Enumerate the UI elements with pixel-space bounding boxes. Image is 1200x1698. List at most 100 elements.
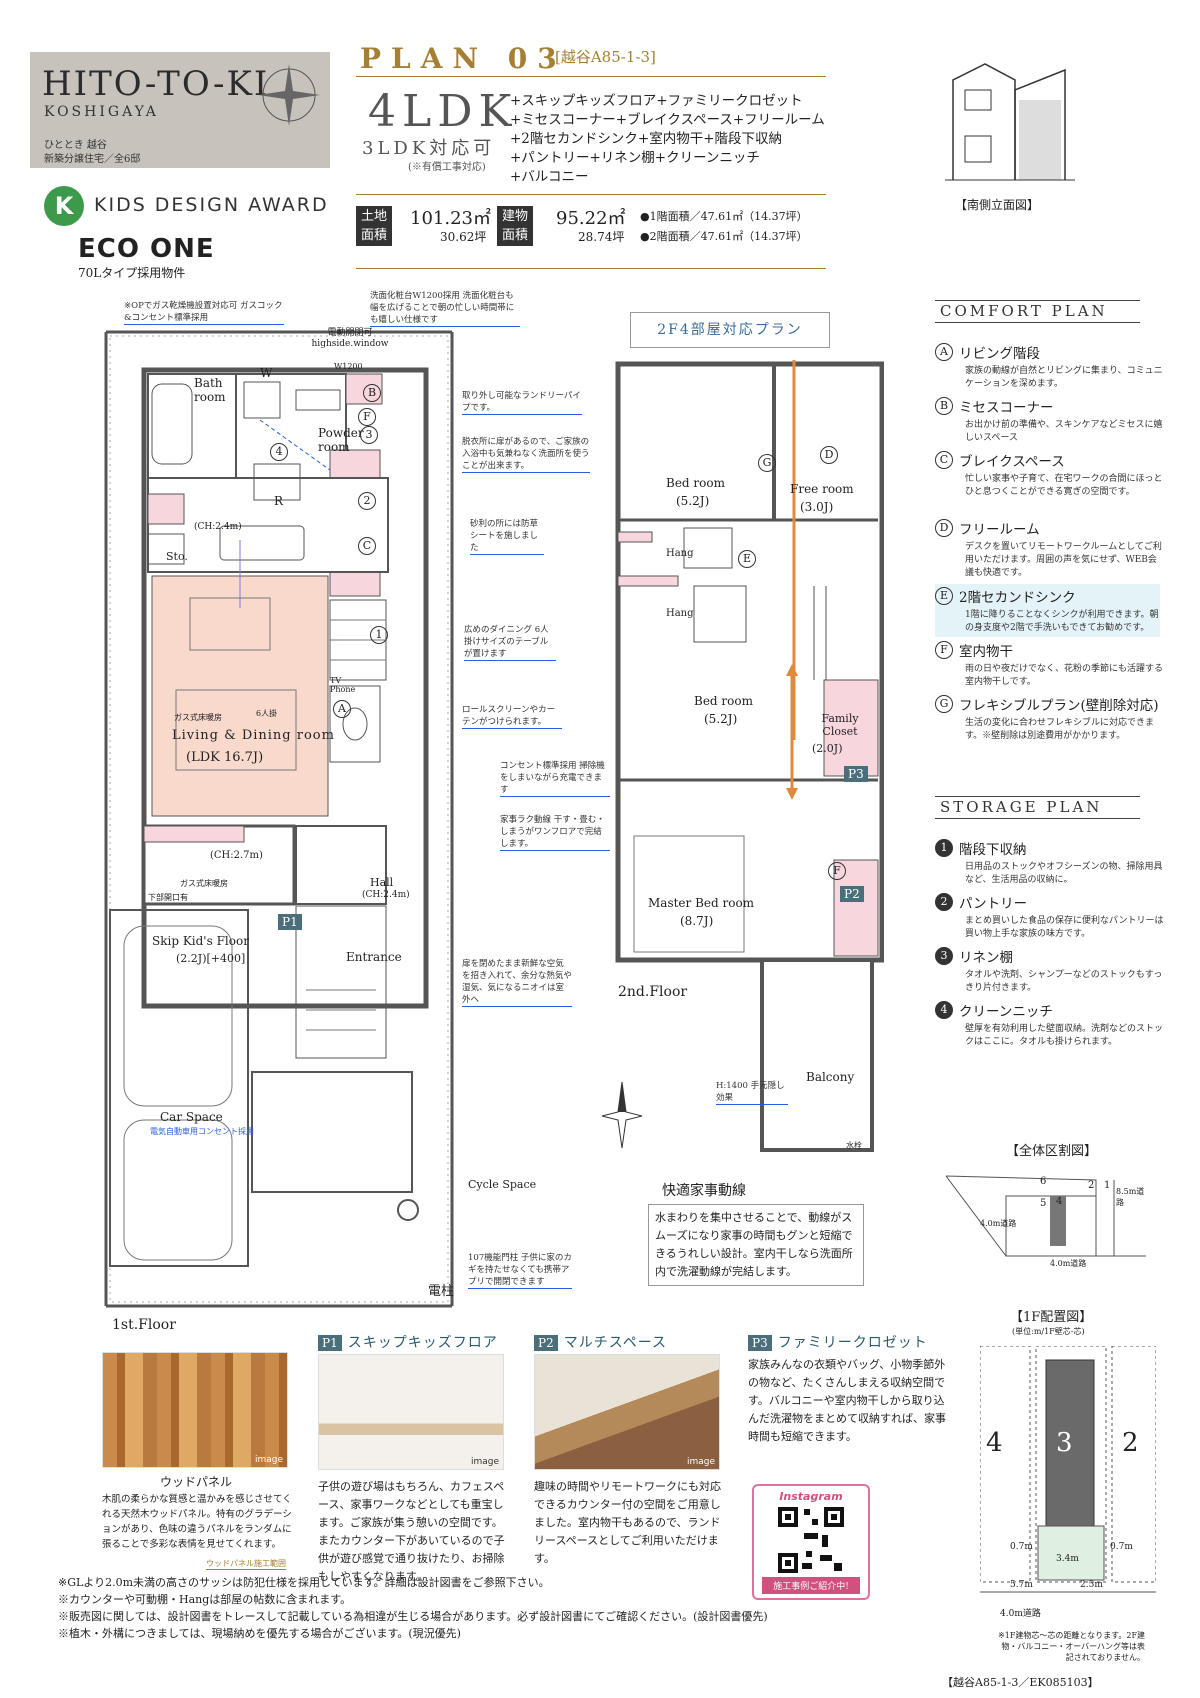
divider bbox=[935, 796, 1140, 797]
floor2-area: ●2階面積／47.61㎡（14.37坪） bbox=[640, 230, 808, 243]
road-label: 4.0m道路 bbox=[1050, 1259, 1087, 1268]
dimension: 2.5m bbox=[1080, 1580, 1103, 1590]
road-label: 4.0m道路 bbox=[980, 1219, 1017, 1228]
badge-p1: P1 bbox=[318, 1335, 342, 1351]
room-label-bath: Bath room bbox=[194, 376, 226, 404]
instagram-caption: 施工事例ご紹介中! bbox=[762, 1577, 860, 1594]
wood-panel-title: ウッドパネル bbox=[160, 1475, 233, 1489]
window-note: 電動開閉可 highside.window bbox=[311, 328, 389, 349]
comfort-title: ブレイクスペース bbox=[959, 454, 1065, 470]
disclaimer-notes: ※GLより2.0m未満の高さのサッシは防犯仕様を採用しています。詳細は設計図書を… bbox=[58, 1574, 768, 1642]
wood-panel-desc: 木肌の柔らかな質感と温かみを感じさせてくれる天然木ウッドパネル。特有のグラデーシ… bbox=[102, 1494, 292, 1550]
room-label-powder: Powder room bbox=[318, 426, 364, 454]
floor-plan-1f bbox=[104, 330, 454, 1308]
logo-caption: 新築分譲住宅／全6邸 bbox=[44, 154, 141, 165]
badge-letter: G bbox=[935, 695, 953, 713]
hall-ceiling-height: (CH:2.4m) bbox=[362, 890, 410, 900]
callout-note: H:1400 手元隠し効果 bbox=[716, 1080, 788, 1105]
housework-flow-heading: 快適家事動線 bbox=[662, 1183, 746, 1199]
feature-item: +ミセスコーナー+ブレイクスペース+フリールーム bbox=[510, 112, 825, 128]
note-item: ※カウンターや可動棚・Hangは部屋の帖数に含まれます。 bbox=[58, 1593, 352, 1606]
housework-flow-text: 水まわりを集中させることで、動線がスムーズになり家事の時間もグンと短縮できるうれ… bbox=[648, 1204, 864, 1286]
room-label-bed2: Bed room bbox=[694, 694, 753, 708]
image-caption: image bbox=[470, 1457, 499, 1467]
hang-label: Hang bbox=[666, 608, 694, 619]
image-caption: image bbox=[254, 1455, 283, 1465]
logo-title: HITO-TO-KI bbox=[42, 64, 270, 104]
alt-layout: 3LDK対応可 bbox=[362, 138, 496, 159]
badge-p3: P3 bbox=[748, 1335, 772, 1351]
comfort-desc: デスクを置いてリモートワークルームとしてご利用いただけます。周囲の声を気にせず、… bbox=[965, 542, 1162, 578]
lot-number: 4 bbox=[1056, 1196, 1063, 1207]
storage-desc: 日用品のストックやオフシーズンの物、掃除用具など、生活用品の収納に。 bbox=[965, 862, 1163, 885]
badge-letter: A bbox=[935, 343, 953, 361]
callout-note: コンセント標準採用 掃除機をしまいながら充電できます bbox=[500, 760, 610, 797]
callout-note: 家事ラク動線 干す・畳む・しまうがワンフロアで完結します。 bbox=[500, 814, 610, 851]
divider bbox=[935, 300, 1140, 301]
callout-note: ※OPでガス乾燥機設置対応可 ガスコック&コンセント標準採用 bbox=[124, 301, 284, 325]
badge-p2: P2 bbox=[840, 886, 864, 902]
site-overview-heading: 【全体区割図】 bbox=[1006, 1144, 1098, 1159]
callout-note: 脱衣所に扉があるので、ご家族の入浴中も気兼ねなく洗面所を使うことが出来ます。 bbox=[462, 437, 590, 473]
plan-2f-title: 2F4部屋対応プラン bbox=[630, 312, 830, 348]
building-area-tsubo: 28.74坪 bbox=[578, 230, 625, 244]
marker-c: C bbox=[358, 537, 376, 555]
land-area-tsubo: 30.62坪 bbox=[440, 230, 487, 244]
p2-title: マルチスペース bbox=[563, 1335, 668, 1351]
badge-letter: E bbox=[935, 587, 953, 605]
site-layout-note: ※1F建物芯～芯の距離となります。2F建物・バルコニー・オーバーハング等は表記さ… bbox=[998, 1631, 1145, 1662]
p1-desc: 子供の遊び場はもちろん、カフェスペース、家事ワークなどとしても重宝します。ご家族… bbox=[318, 1480, 505, 1583]
callout-note: 広めのダイニング 6人掛けサイズのテーブルが置けます bbox=[464, 624, 556, 661]
comfort-title: 室内物干 bbox=[959, 644, 1013, 660]
badge-number: 2 bbox=[935, 893, 953, 911]
storage-desc: 壁厚を有効利用した壁面収納。洗剤などのストックはここに。タオルも掛けられます。 bbox=[965, 1024, 1164, 1047]
dimension: 0.7m bbox=[1110, 1542, 1133, 1552]
wood-panel-photo: image bbox=[102, 1352, 288, 1468]
room-label-entrance: Entrance bbox=[346, 950, 402, 964]
table-size-note: 6人掛 bbox=[256, 709, 278, 718]
marker-2: 2 bbox=[358, 492, 376, 510]
storage-desc: まとめ買いした食品の保存に便利なパントリーは買い物上手な家族の味方です。 bbox=[965, 916, 1164, 939]
qr-code-icon bbox=[776, 1505, 846, 1575]
floor1-area: ●1階面積／47.61㎡（14.37坪） bbox=[640, 210, 808, 223]
document-code: 【越谷A85-1-3／EK085103】 bbox=[942, 1676, 1099, 1689]
lot-number: 2 bbox=[1088, 1180, 1095, 1191]
badge-p1: P1 bbox=[278, 914, 302, 930]
badge-number: 1 bbox=[935, 839, 953, 857]
marker-f: F bbox=[828, 862, 846, 880]
logo-caption: ひととき 越谷 bbox=[44, 140, 107, 151]
divider bbox=[935, 818, 1140, 819]
lot-number: 1 bbox=[1104, 1180, 1111, 1191]
land-area-label: 土地面積 bbox=[356, 206, 392, 246]
instagram-qr-box[interactable]: Instagram 施工事例ご紹介中! bbox=[752, 1484, 870, 1600]
building-area-label: 建物面積 bbox=[497, 206, 533, 246]
logo-subtitle: KOSHIGAYA bbox=[44, 104, 159, 120]
floor-heating-label: ガス式床暖房 bbox=[174, 713, 222, 722]
p2-desc: 趣味の時間やリモートワークにも対応できるカウンター付の空間をご用意しました。室内… bbox=[534, 1480, 721, 1565]
dimension: 3.4m bbox=[1056, 1554, 1079, 1564]
feature-list: +スキップキッズフロア+ファミリークロゼット +ミセスコーナー+ブレイクスペース… bbox=[510, 92, 825, 187]
kitchen-ceiling-height: (CH:2.4m) bbox=[194, 522, 242, 532]
divider bbox=[356, 268, 826, 269]
room-label-living: Living & Dining room bbox=[172, 728, 335, 743]
callout-note: 取り外し可能なランドリーパイプです。 bbox=[462, 391, 582, 415]
feature-item: +バルコニー bbox=[510, 169, 589, 185]
room-label-storage: Sto. bbox=[166, 550, 188, 563]
floor-label-1f: 1st.Floor bbox=[112, 1317, 176, 1333]
room-label-w: W bbox=[260, 366, 273, 380]
comfort-desc: 忙しい家事や子育て、在宅ワークの合間にほっとひと息つくことができる寛ぎの空間です… bbox=[965, 474, 1163, 497]
feature-item: +2階セカンドシンク+室内物干+階段下収納 bbox=[510, 131, 783, 147]
land-area-value: 101.23㎡ bbox=[410, 208, 491, 229]
floor-plan-2f bbox=[615, 360, 884, 1152]
skip-floor-photo: image bbox=[318, 1354, 504, 1470]
note-item: ※GLより2.0m未満の高さのサッシは防犯仕様を採用しています。詳細は設計図書を… bbox=[58, 1576, 550, 1589]
lot-number: 6 bbox=[1040, 1176, 1047, 1187]
storage-plan-heading: STORAGE PLAN bbox=[940, 798, 1103, 816]
